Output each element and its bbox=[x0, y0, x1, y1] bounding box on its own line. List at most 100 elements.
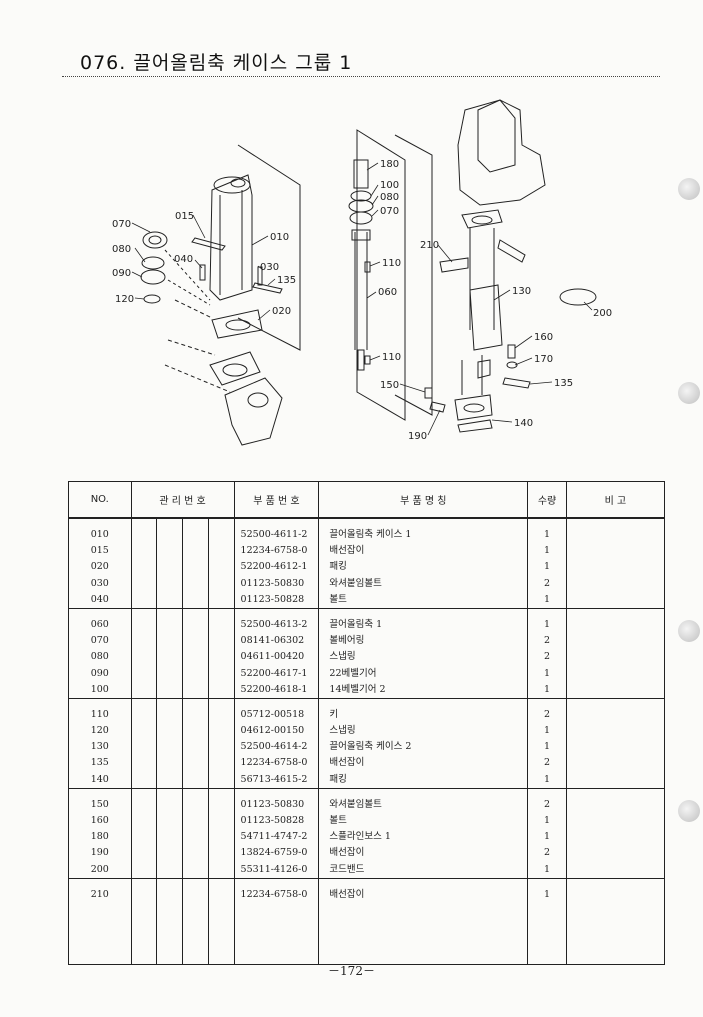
cell-no: 030 bbox=[90, 577, 109, 589]
mgmt-cell bbox=[156, 877, 184, 965]
cell-qty: 1 bbox=[543, 683, 551, 695]
cell-name: 배선잡이 bbox=[329, 545, 365, 557]
cell-qty: 1 bbox=[543, 667, 551, 679]
cell-name: 패킹 bbox=[329, 773, 347, 785]
page-title: 076. 끌어올림축 케이스 그룹 1 bbox=[80, 52, 353, 74]
cell-no: 015 bbox=[90, 545, 109, 557]
cell-part-no: 13824-6759-0 bbox=[240, 847, 308, 859]
cell-name: 배선잡이 bbox=[329, 757, 365, 769]
cell-name: 14베벨기어 2 bbox=[329, 683, 386, 695]
cell-no: 160 bbox=[90, 815, 109, 826]
cell-no: 100 bbox=[90, 683, 109, 695]
title-rule bbox=[62, 76, 660, 77]
cell-qty: 1 bbox=[543, 618, 551, 630]
remark-cell bbox=[565, 877, 666, 965]
cell-part-no: 56713-4615-2 bbox=[240, 773, 308, 785]
cell-qty: 1 bbox=[543, 529, 551, 540]
callout-label: 110 bbox=[382, 352, 401, 363]
cell-qty: 2 bbox=[543, 577, 551, 589]
mgmt-cell bbox=[182, 787, 209, 879]
callout-label: 200 bbox=[593, 308, 612, 319]
cell-no: 010 bbox=[90, 529, 109, 540]
cell-name: 끌어올림축 케이스 1 bbox=[329, 529, 412, 540]
mgmt-cell bbox=[182, 607, 209, 699]
mgmt-cell bbox=[207, 607, 235, 699]
cell-no: 200 bbox=[90, 863, 109, 875]
callout-label: 100 bbox=[380, 180, 399, 191]
cell-name: 배선잡이 bbox=[329, 847, 365, 859]
cell-qty: 1 bbox=[543, 545, 551, 557]
callout-label: 135 bbox=[554, 378, 573, 389]
cell-qty: 2 bbox=[543, 847, 551, 859]
mgmt-cell bbox=[207, 787, 235, 879]
mgmt-cell bbox=[130, 877, 158, 965]
cell-part-no: 08141-06302 bbox=[240, 635, 305, 647]
header-mgmt: 관 리 번 호 bbox=[130, 481, 235, 519]
cell-qty: 2 bbox=[543, 651, 551, 663]
cell-part-no: 12234-6758-0 bbox=[240, 545, 308, 557]
mgmt-cell bbox=[156, 787, 184, 879]
callout-label: 015 bbox=[175, 211, 194, 222]
mgmt-cell bbox=[156, 697, 184, 789]
callout-label: 020 bbox=[272, 306, 291, 317]
cell-name: 배선잡이 bbox=[329, 888, 365, 900]
mgmt-cell bbox=[156, 517, 184, 609]
cell-name: 패킹 bbox=[329, 561, 347, 573]
callout-label: 070 bbox=[380, 206, 399, 217]
callout-label: 140 bbox=[514, 418, 533, 429]
cell-name: 스냅링 bbox=[329, 725, 356, 737]
cell-name: 볼트 bbox=[329, 593, 347, 605]
mgmt-cell bbox=[130, 787, 158, 879]
cell-name: 코드밴드 bbox=[329, 863, 365, 875]
cell-qty: 1 bbox=[543, 725, 551, 737]
cell-name: 볼트 bbox=[329, 815, 347, 826]
callout-label: 210 bbox=[420, 240, 439, 251]
mgmt-cell bbox=[182, 517, 209, 609]
cell-no: 140 bbox=[90, 773, 109, 785]
cell-qty: 1 bbox=[543, 561, 551, 573]
cell-name: 와셔붙임볼트 bbox=[329, 798, 382, 810]
callout-label: 135 bbox=[277, 275, 296, 286]
cell-no: 060 bbox=[90, 618, 109, 630]
table-header-row: NO. 관 리 번 호 부 품 번 호 부 품 명 칭 수량 비 고 bbox=[68, 481, 666, 519]
cell-qty: 1 bbox=[543, 593, 551, 605]
header-part-name: 부 품 명 칭 bbox=[318, 481, 529, 519]
callout-label: 170 bbox=[534, 354, 553, 365]
cell-qty: 1 bbox=[543, 888, 551, 900]
callout-label: 010 bbox=[270, 232, 289, 243]
cell-part-no: 12234-6758-0 bbox=[240, 888, 308, 900]
case-2-drawing bbox=[394, 99, 597, 433]
cell-qty: 1 bbox=[543, 815, 551, 826]
cell-part-no: 12234-6758-0 bbox=[240, 757, 308, 769]
binder-hole bbox=[678, 178, 700, 200]
callout-label: 110 bbox=[382, 258, 401, 269]
mgmt-cell bbox=[207, 697, 235, 789]
cell-part-no: 55311-4126-0 bbox=[240, 863, 308, 875]
cell-part-no: 52200-4618-1 bbox=[240, 683, 308, 695]
mgmt-cell bbox=[130, 697, 158, 789]
callout-label: 080 bbox=[380, 192, 399, 203]
header-qty: 수량 bbox=[527, 481, 567, 519]
callout-label: 060 bbox=[378, 287, 397, 298]
parts-table: NO. 관 리 번 호 부 품 번 호 부 품 명 칭 수량 비 고 010 01… bbox=[68, 481, 666, 965]
cell-part-no: 01123-50828 bbox=[240, 593, 305, 605]
cell-part-no: 05712-00518 bbox=[240, 708, 305, 720]
mgmt-cell bbox=[130, 607, 158, 699]
callout-label: 190 bbox=[408, 431, 427, 442]
cell-part-no: 54711-4747-2 bbox=[240, 831, 308, 843]
callout-label: 080 bbox=[112, 244, 131, 255]
remark-cell bbox=[565, 517, 666, 609]
remark-cell bbox=[565, 787, 666, 879]
cell-qty: 1 bbox=[543, 863, 551, 875]
cell-part-no: 01123-50830 bbox=[240, 577, 305, 589]
header-remark: 비 고 bbox=[565, 481, 666, 519]
mgmt-cell bbox=[182, 877, 209, 965]
cell-qty: 2 bbox=[543, 757, 551, 769]
cell-qty: 2 bbox=[543, 635, 551, 647]
cell-qty: 2 bbox=[543, 708, 551, 720]
